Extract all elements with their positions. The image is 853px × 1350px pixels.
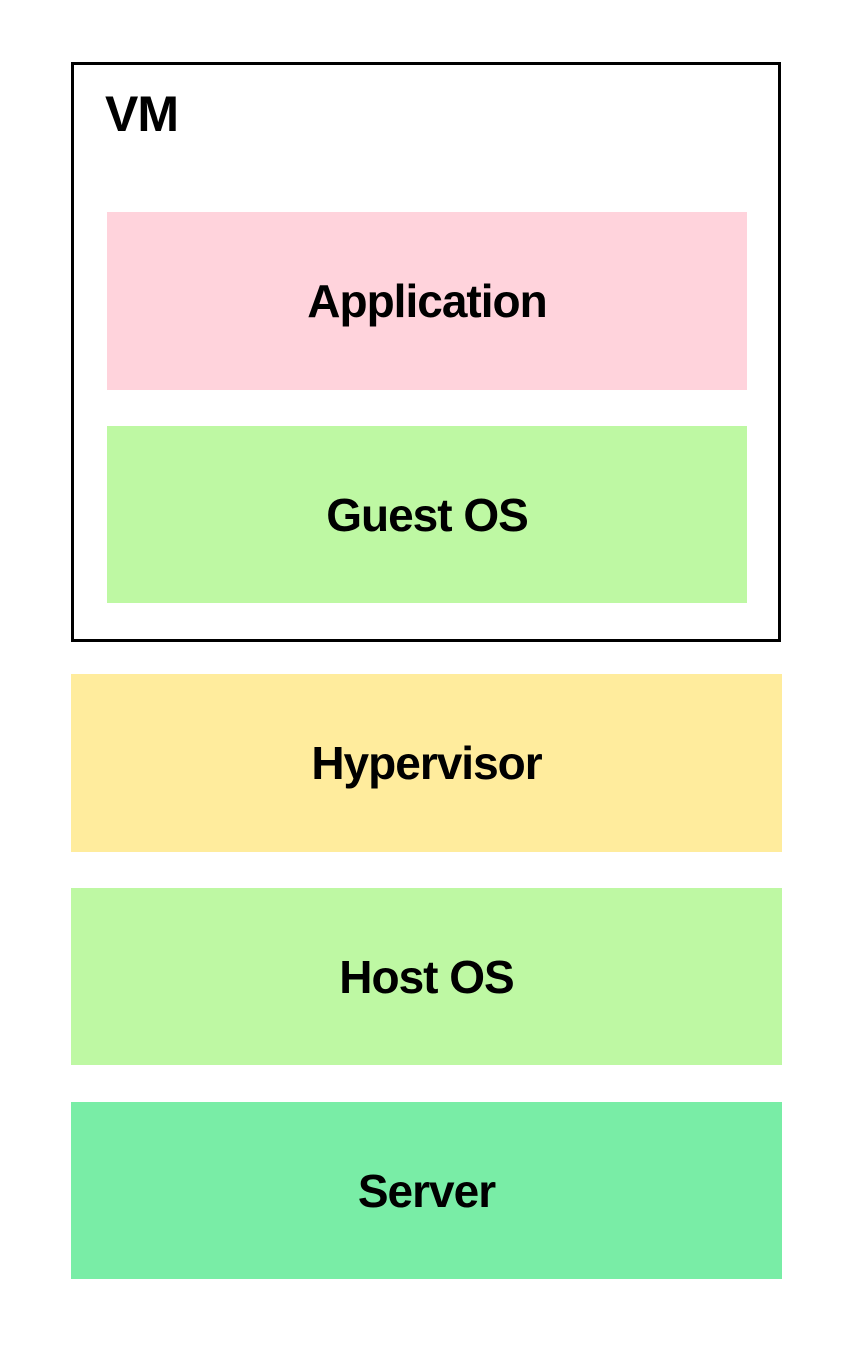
vm-box-label: VM [105, 86, 179, 142]
vm-box: VM Application Guest OS [71, 62, 781, 642]
block-hypervisor-label: Hypervisor [311, 737, 542, 789]
block-server-label: Server [357, 1164, 496, 1217]
block-host-os-label: Host OS [339, 950, 514, 1003]
block-hypervisor: Hypervisor [71, 674, 782, 852]
block-application: Application [107, 212, 747, 390]
block-application-label: Application [307, 275, 547, 327]
block-server: Server [71, 1102, 782, 1279]
block-host-os: Host OS [71, 888, 782, 1065]
block-guest-os: Guest OS [107, 426, 747, 603]
block-guest-os-label: Guest OS [326, 488, 529, 541]
